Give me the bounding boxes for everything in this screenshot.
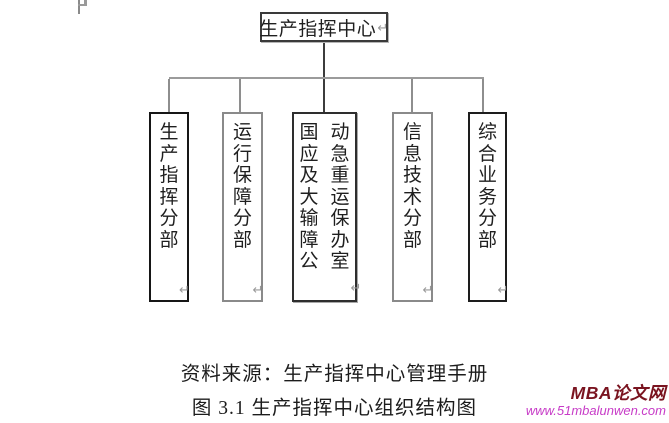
org-box-production-command-division: 生产指挥分部 ↵	[149, 112, 190, 302]
org-box-label: 运行保障分部	[232, 122, 252, 251]
figure-caption: 图 3.1 生产指挥中心组织结构图	[191, 398, 478, 419]
clipped-anchor-mark	[76, 0, 90, 16]
anchor-mark-stem	[78, 0, 80, 14]
connector-trunk	[323, 42, 325, 78]
connector-stub-2	[239, 79, 241, 112]
connector-stub-5	[482, 79, 484, 112]
org-box-production-command-center: 生产指挥中心↵	[259, 12, 389, 42]
connector-stub-4	[411, 79, 413, 112]
org-box-information-technology-division: 信息技术分部 ↵	[392, 112, 433, 302]
org-box-defense-emergency-transport-office: 国动应急及重大运输保障办公室 ↵	[292, 112, 361, 302]
anchor-mark-bar	[78, 4, 87, 6]
connector-stub-1	[168, 79, 170, 112]
source-caption: 资料来源：生产指挥中心管理手册	[180, 364, 489, 385]
paragraph-mark-icon: ↵	[179, 282, 190, 297]
site-url-link[interactable]: www.51mbalunwen.com	[525, 403, 666, 418]
org-box-label: 信息技术分部	[402, 122, 422, 251]
org-box-operation-support-division: 运行保障分部 ↵	[222, 112, 263, 302]
paragraph-mark-icon: ↵	[252, 282, 264, 297]
site-name-link[interactable]: MBA论文网	[570, 383, 666, 403]
org-box-label: 生产指挥中心	[259, 18, 377, 40]
org-box-label: 生产指挥分部	[159, 122, 179, 251]
org-box-label: 综合业务分部	[477, 122, 497, 251]
connector-horizontal-bar	[169, 77, 484, 79]
paragraph-mark-icon: ↵	[377, 19, 389, 35]
paragraph-mark-icon: ↵	[497, 282, 509, 297]
paragraph-mark-icon: ↵	[422, 282, 434, 297]
paragraph-mark-icon: ↵	[350, 280, 362, 295]
watermark: MBA论文网 www.51mbalunwen.com	[526, 383, 666, 418]
org-box-label: 国动应急及重大运输保障办公室	[299, 122, 350, 273]
org-box-comprehensive-business-division: 综合业务分部 ↵	[468, 112, 509, 302]
anchor-mark-nub	[84, 0, 87, 4]
connector-stub-3	[323, 79, 325, 112]
